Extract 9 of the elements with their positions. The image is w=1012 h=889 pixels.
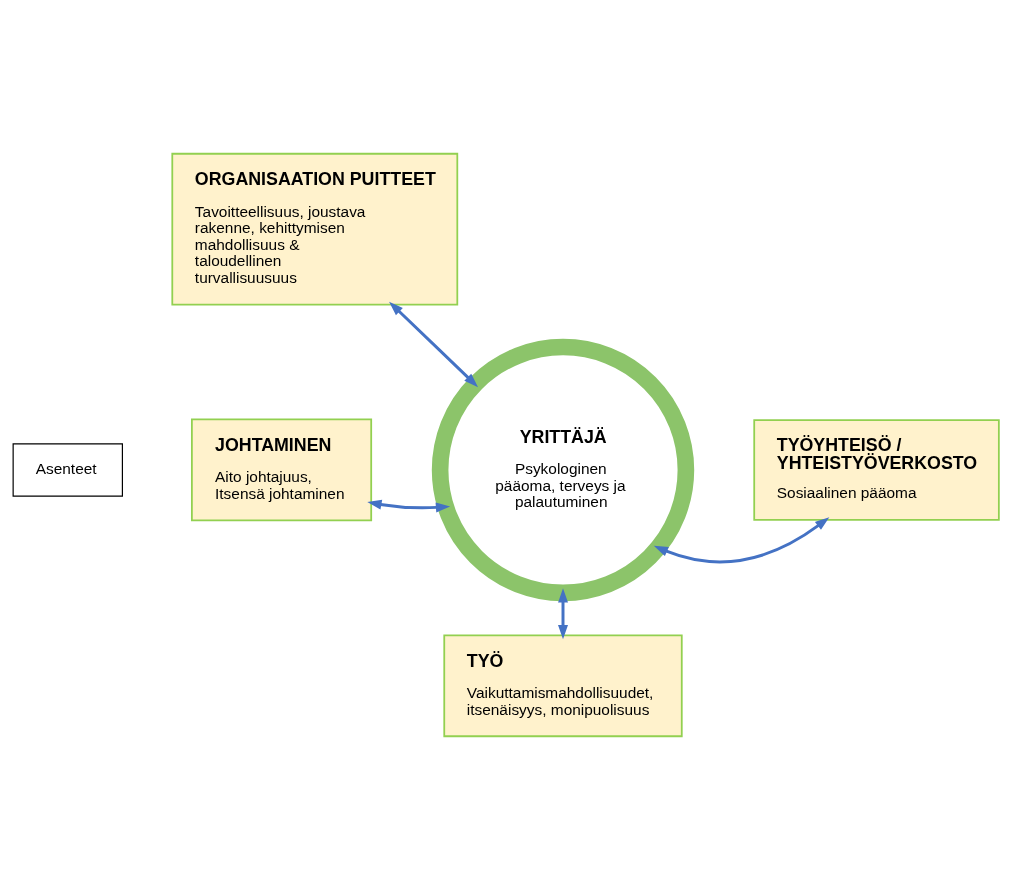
node-box: JOHTAMINEN Aito johtajuus, Itsensä johtaminen [191,418,373,521]
arrow [367,499,451,512]
arrow [389,301,479,387]
arrow [558,587,568,639]
node-box: TYÖYHTEISÖ / YHTEISTYÖVERKOSTO Sosiaalinen pääoma [753,418,1000,521]
node-box: TYÖ Vaikuttamismahdollisuudet, itsenäisyys, monipuolisuus [443,633,683,737]
node-box: Asenteet [12,442,123,497]
arrow [653,516,830,563]
node-box: ORGANISAATION PUITTEET Tavoitteellisuus, joustava rakenne, kehittymisen mahdollisuus & taloudellinen turvallisuusuus [171,152,459,305]
